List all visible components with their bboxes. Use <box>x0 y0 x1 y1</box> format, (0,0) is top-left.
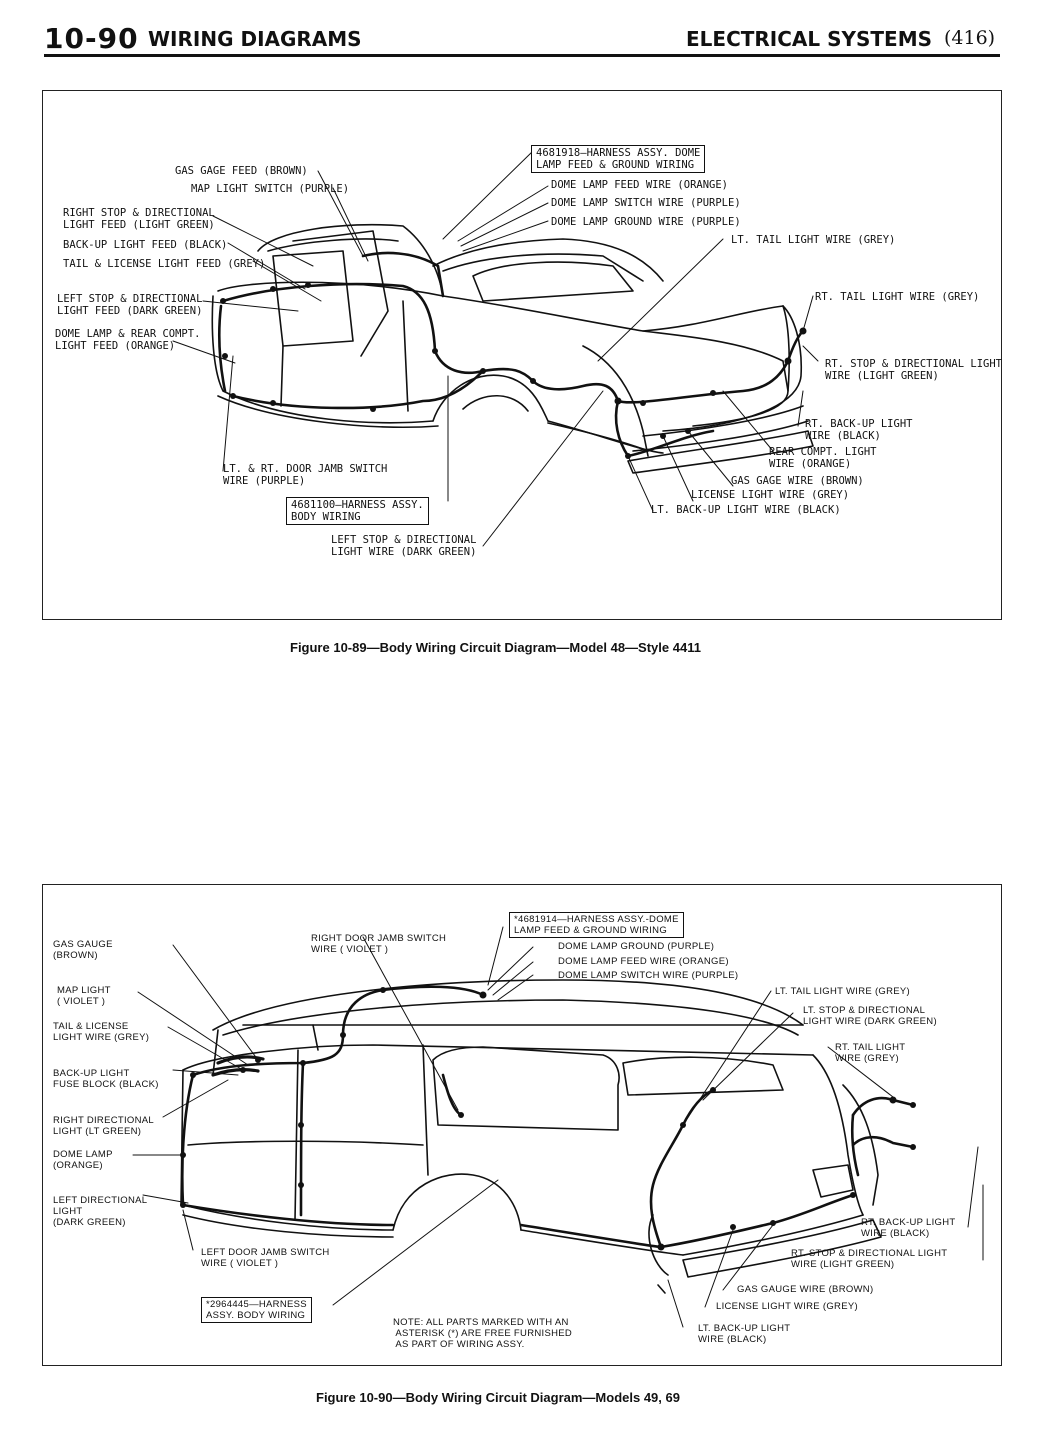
fig2-rt-tail-label: RT. TAIL LIGHT WIRE (GREY) <box>835 1042 906 1064</box>
fig1-dome-rear-feed-label: DOME LAMP & REAR COMPT. LIGHT FEED (ORAN… <box>55 328 201 352</box>
fig2-left-directional-label: LEFT DIRECTIONAL LIGHT (DARK GREEN) <box>53 1195 148 1228</box>
figure1-caption: Figure 10-89—Body Wiring Circuit Diagram… <box>290 640 701 655</box>
header-rule <box>44 54 1000 57</box>
fig1-harness-body-label: 4681100—HARNESS ASSY. BODY WIRING <box>286 497 429 525</box>
figure2-panel: *4681914—HARNESS ASSY.-DOME LAMP FEED & … <box>42 884 1002 1366</box>
fig2-tail-license-label: TAIL & LICENSE LIGHT WIRE (GREY) <box>53 1021 150 1043</box>
figure2-car-drawing <box>132 926 984 1328</box>
fig1-rt-backup-label: RT. BACK-UP LIGHT WIRE (BLACK) <box>805 418 913 442</box>
fig2-rt-stop-label: RT. STOP & DIRECTIONAL LIGHT WIRE (LIGHT… <box>791 1248 948 1270</box>
fig2-map-light-label: MAP LIGHT ( VIOLET ) <box>57 985 111 1007</box>
fig1-left-stop-wire-label: LEFT STOP & DIRECTIONAL LIGHT WIRE (DARK… <box>331 534 477 558</box>
fig1-left-stop-feed-label: LEFT STOP & DIRECTIONAL LIGHT FEED (DARK… <box>57 293 203 317</box>
fig2-backup-fuse-label: BACK-UP LIGHT FUSE BLOCK (BLACK) <box>53 1068 159 1090</box>
fig1-rt-tail-label: RT. TAIL LIGHT WIRE (GREY) <box>815 291 980 303</box>
fig2-license-wire-label: LICENSE LIGHT WIRE (GREY) <box>716 1301 858 1312</box>
fig1-rear-compt-label: REAR COMPT. LIGHT WIRE (ORANGE) <box>769 446 877 470</box>
fig2-dome-lamp-label: DOME LAMP (ORANGE) <box>53 1149 113 1171</box>
system-title: ELECTRICAL SYSTEMS <box>686 27 932 51</box>
page-number: (416) <box>944 27 996 49</box>
fig2-gas-gauge-wire-label: GAS GAUGE WIRE (BROWN) <box>737 1284 874 1295</box>
fig1-dome-ground-label: DOME LAMP GROUND WIRE (PURPLE) <box>551 216 741 228</box>
figure2-caption: Figure 10-90—Body Wiring Circuit Diagram… <box>316 1390 680 1405</box>
fig1-door-jamb-label: LT. & RT. DOOR JAMB SWITCH WIRE (PURPLE) <box>223 463 388 487</box>
fig2-left-door-jamb-label: LEFT DOOR JAMB SWITCH WIRE ( VIOLET ) <box>201 1247 330 1269</box>
fig1-license-wire-label: LICENSE LIGHT WIRE (GREY) <box>691 489 850 501</box>
fig2-gas-gauge-label: GAS GAUGE (BROWN) <box>53 939 113 961</box>
figure1-car-drawing <box>172 150 819 547</box>
fig2-harness-dome-label: *4681914—HARNESS ASSY.-DOME LAMP FEED & … <box>509 912 684 938</box>
fig2-note-label: NOTE: ALL PARTS MARKED WITH AN ASTERISK … <box>393 1317 573 1350</box>
fig2-lt-tail-label: LT. TAIL LIGHT WIRE (GREY) <box>775 986 911 997</box>
fig2-dome-feed-label: DOME LAMP FEED WIRE (ORANGE) <box>558 956 729 967</box>
fig1-gas-gage-wire-label: GAS GAGE WIRE (BROWN) <box>731 475 864 487</box>
fig1-backup-feed-label: BACK-UP LIGHT FEED (BLACK) <box>63 239 228 251</box>
fig2-right-directional-label: RIGHT DIRECTIONAL LIGHT (LT GREEN) <box>53 1115 154 1137</box>
fig1-tail-license-feed-label: TAIL & LICENSE LIGHT FEED (GREY) <box>63 258 266 270</box>
fig2-lt-backup-label: LT. BACK-UP LIGHT WIRE (BLACK) <box>698 1323 791 1345</box>
page-code: 10-90 <box>44 22 139 55</box>
fig2-rt-backup-label: RT. BACK-UP LIGHT WIRE (BLACK) <box>861 1217 956 1239</box>
fig2-lt-stop-label: LT. STOP & DIRECTIONAL LIGHT WIRE (DARK … <box>803 1005 937 1027</box>
section-title: WIRING DIAGRAMS <box>148 27 362 51</box>
fig2-harness-body-label: *2964445—HARNESS ASSY. BODY WIRING <box>201 1297 312 1323</box>
fig1-rt-stop-label: RT. STOP & DIRECTIONAL LIGHT WIRE (LIGHT… <box>825 358 1003 382</box>
figure1-panel: 4681918—HARNESS ASSY. DOME LAMP FEED & G… <box>42 90 1002 620</box>
fig2-right-door-jamb-label: RIGHT DOOR JAMB SWITCH WIRE ( VIOLET ) <box>311 933 447 955</box>
fig1-lt-backup-label: LT. BACK-UP LIGHT WIRE (BLACK) <box>651 504 841 516</box>
fig1-dome-feed-label: DOME LAMP FEED WIRE (ORANGE) <box>551 179 729 191</box>
fig1-lt-tail-label: LT. TAIL LIGHT WIRE (GREY) <box>731 234 896 246</box>
fig2-dome-ground-label: DOME LAMP GROUND (PURPLE) <box>558 941 715 952</box>
fig1-harness-dome-label: 4681918—HARNESS ASSY. DOME LAMP FEED & G… <box>531 145 706 173</box>
fig1-gas-gage-feed-label: GAS GAGE FEED (BROWN) <box>175 165 308 177</box>
fig1-map-light-label: MAP LIGHT SWITCH (PURPLE) <box>191 183 350 195</box>
fig1-right-stop-feed-label: RIGHT STOP & DIRECTIONAL LIGHT FEED (LIG… <box>63 207 215 231</box>
fig1-dome-switch-label: DOME LAMP SWITCH WIRE (PURPLE) <box>551 197 741 209</box>
fig2-dome-switch-label: DOME LAMP SWITCH WIRE (PURPLE) <box>558 970 739 981</box>
